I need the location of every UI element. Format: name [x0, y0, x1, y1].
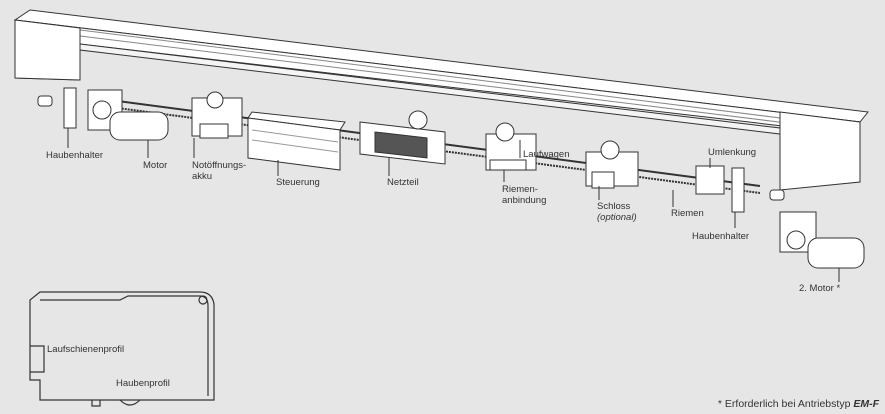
- cover-holder-left: [63, 87, 77, 129]
- motor-part: [87, 89, 169, 141]
- label-notoeffnungsakku-line2: akku: [192, 171, 213, 182]
- label-haubenhalter-left: Haubenhalter: [46, 150, 104, 161]
- label-laufwagen: Laufwagen: [523, 149, 570, 160]
- label-riemen: Riemen: [671, 208, 704, 219]
- cover-rail: [13, 9, 869, 191]
- second-motor-part: [779, 211, 865, 269]
- lock-part: [585, 140, 639, 189]
- label-riemenanbindung-line1: Riemen-: [502, 184, 538, 195]
- footnote: * Erforderlich bei Antriebstyp EM-F: [718, 398, 879, 410]
- footnote-text: * Erforderlich bei Antriebstyp: [717, 398, 854, 410]
- label-schloss-optional: (optional): [597, 212, 637, 223]
- footnote-drive-type: EM-F: [853, 398, 879, 410]
- cover-end-right: [779, 111, 861, 191]
- cover-holder-right: [731, 167, 745, 213]
- leader-lines: [67, 128, 840, 282]
- deflection-part: [695, 165, 725, 195]
- label-notoeffnungsakku-line1: Notöffnungs-: [192, 160, 247, 171]
- power-supply-part: [359, 110, 446, 165]
- label-umlenkung: Umlenkung: [708, 147, 757, 158]
- label-steuerung: Steuerung: [276, 177, 320, 188]
- label-motor: Motor: [143, 160, 168, 171]
- end-stop-right: [769, 189, 785, 201]
- label-netzteil: Netzteil: [387, 177, 419, 188]
- profile-cross-section: [29, 291, 215, 407]
- label-laufschienenprofil: Laufschienenprofil: [47, 344, 125, 355]
- label-schloss: Schloss: [597, 201, 631, 212]
- end-stop-left: [37, 95, 53, 107]
- label-haubenhalter-right: Haubenhalter: [692, 231, 750, 242]
- carriage-part: [485, 122, 537, 171]
- label-motor2: 2. Motor *: [799, 283, 841, 294]
- emergency-battery-part: [191, 91, 243, 139]
- label-riemenanbindung-line2: anbindung: [502, 195, 547, 206]
- cover-end-left: [14, 19, 81, 81]
- label-haubenprofil: Haubenprofil: [116, 378, 170, 389]
- control-unit-part: [247, 111, 346, 171]
